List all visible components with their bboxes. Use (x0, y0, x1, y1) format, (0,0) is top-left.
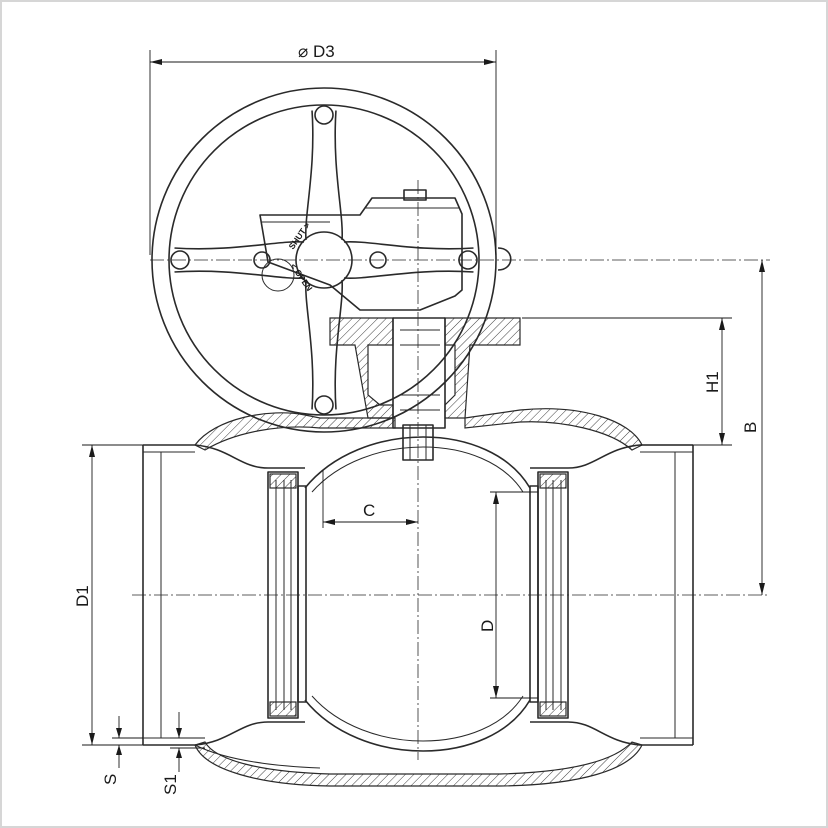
centerlines (132, 180, 770, 760)
label-d3: ⌀ D3 (298, 42, 335, 61)
dimension-h1: H1 (522, 317, 732, 446)
valve-body (142, 317, 694, 787)
gearbox (259, 189, 512, 311)
label-d: D (478, 620, 497, 632)
dimension-d3: ⌀ D3 (149, 42, 497, 255)
dimension-b: B (741, 260, 765, 595)
label-s1: S1 (161, 774, 180, 795)
dimension-d: D (478, 491, 538, 699)
label-s: S (101, 774, 120, 785)
label-c: C (363, 501, 375, 520)
dimension-c: C (322, 470, 418, 528)
label-h1: H1 (703, 371, 722, 393)
label-b: B (741, 422, 760, 433)
label-d1: D1 (73, 585, 92, 607)
dimension-d1: D1 (73, 444, 143, 746)
dimension-s1: S1 (161, 712, 205, 795)
dimension-s: S (101, 716, 143, 785)
